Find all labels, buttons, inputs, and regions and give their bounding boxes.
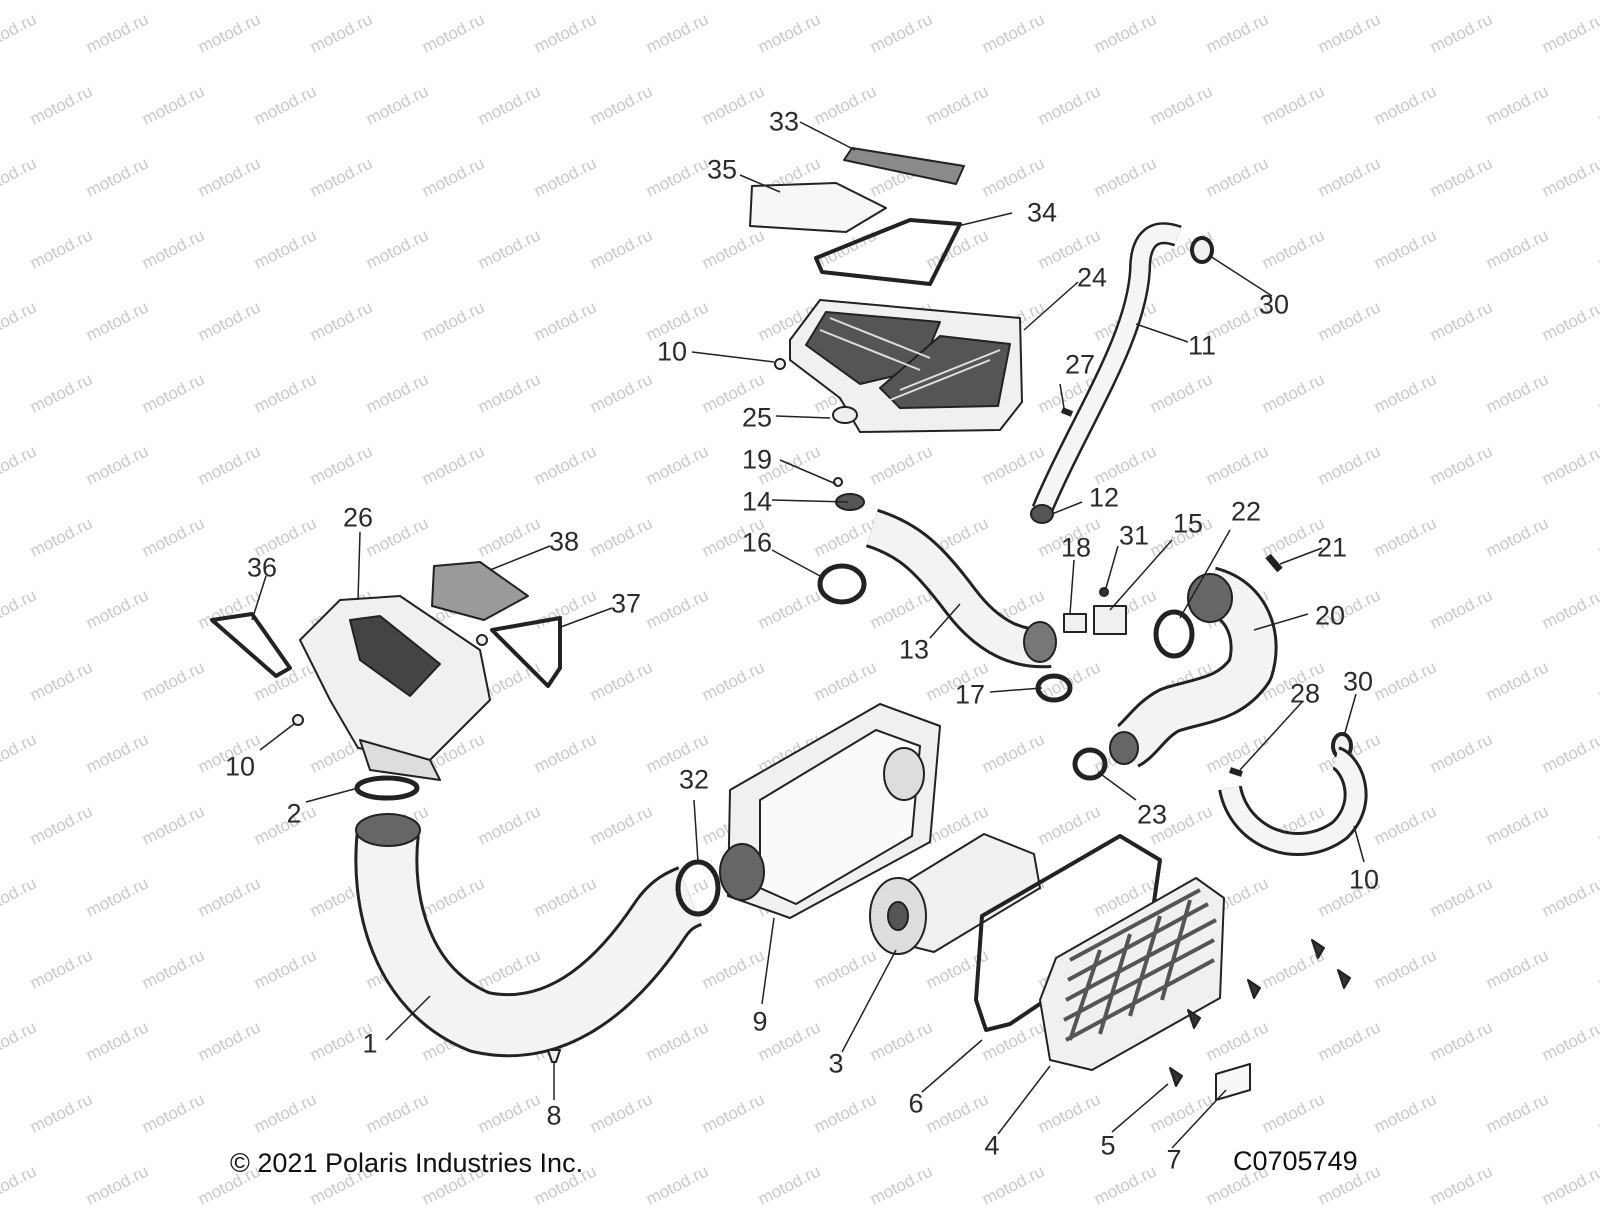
callout-2: 2 (286, 798, 302, 829)
callout-3: 3 (828, 1048, 844, 1079)
part-8-drain-plug (547, 1049, 561, 1063)
callout-36: 36 (246, 552, 278, 583)
callout-35: 35 (706, 154, 738, 185)
part-10-screw-upper (774, 358, 786, 370)
part-30-ring-upper (1190, 236, 1214, 264)
callout-12: 11 (1187, 330, 1217, 361)
callout-13: 12 (1088, 482, 1120, 513)
callout-22: 21 (1316, 532, 1348, 563)
part-23-clamp (1153, 609, 1195, 659)
callout-10-upper: 10 (656, 336, 688, 367)
part-35-cover-sheet (749, 182, 887, 233)
part-10-screw-lower (292, 714, 304, 726)
part-22-fastener (1265, 553, 1283, 573)
callout-21: 20 (1314, 600, 1346, 631)
callout-20: 19 (741, 444, 773, 475)
part-16-valve (1093, 605, 1127, 635)
callout-19: 18 (1060, 532, 1092, 563)
part-4-cover (1039, 877, 1225, 1071)
callout-9: 9 (752, 1006, 768, 1037)
part-3-filter-element (869, 833, 1041, 955)
part-33-filter-panel (843, 147, 965, 185)
part-18-clamp (1035, 673, 1073, 703)
callout-30-upper: 30 (1258, 289, 1290, 320)
callout-1: 1 (362, 1028, 378, 1059)
part-28-fastener (1060, 407, 1074, 417)
callout-28: 27 (1064, 349, 1096, 380)
callout-23: 22 (1230, 496, 1262, 527)
part-17-clamp (817, 563, 867, 605)
callout-24: 23 (1136, 799, 1168, 830)
callout-34: 34 (1026, 197, 1058, 228)
callout-38: 38 (548, 526, 580, 557)
callout-33: 33 (768, 106, 800, 137)
callout-32: 32 (678, 764, 710, 795)
callout-10-lower: 10 (224, 751, 256, 782)
drawing-code: C0705749 (1233, 1146, 1358, 1176)
part-27-intake-housing (299, 595, 491, 781)
callout-14: 13 (898, 634, 930, 665)
part-5-latches (1169, 939, 1351, 1087)
part-25-airbox-lid (789, 299, 1023, 433)
callout-18: 17 (954, 679, 986, 710)
callout-30-lower: 30 (1342, 666, 1374, 697)
callout-16: 15 (1172, 508, 1204, 539)
leader-lines (251, 121, 1365, 1149)
part-37-gasket (490, 616, 562, 688)
copyright-notice: © 2021 Polaris Industries Inc. (230, 1148, 584, 1178)
part-9-airbox-housing (719, 703, 941, 919)
part-20-screw (833, 477, 843, 487)
part-13-clamp (1030, 504, 1054, 524)
part-2-clamp (354, 775, 420, 801)
callout-29: 28 (1289, 678, 1321, 709)
callout-5: 5 (1100, 1130, 1116, 1161)
callout-27: 26 (342, 502, 374, 533)
callout-37: 37 (610, 588, 642, 619)
callout-15: 14 (741, 486, 773, 517)
callout-26: 25 (741, 402, 773, 433)
part-26-plug (832, 406, 858, 424)
callout-25: 24 (1076, 262, 1108, 293)
part-29-fastener (1229, 767, 1243, 777)
callout-7: 7 (1166, 1144, 1182, 1175)
part-19-fitting (1063, 613, 1087, 633)
callout-17: 16 (741, 527, 773, 558)
part-24-clamp (1072, 747, 1108, 781)
callout-31: 31 (1118, 520, 1150, 551)
part-38-panel (431, 561, 529, 621)
part-36-gasket (210, 612, 292, 678)
callout-11: 10 (1348, 864, 1380, 895)
callout-8: 8 (546, 1100, 562, 1131)
callout-4: 4 (984, 1130, 1000, 1161)
callout-6: 6 (908, 1088, 924, 1119)
part-31-screw (1099, 587, 1109, 597)
part-34-gasket (814, 218, 962, 286)
